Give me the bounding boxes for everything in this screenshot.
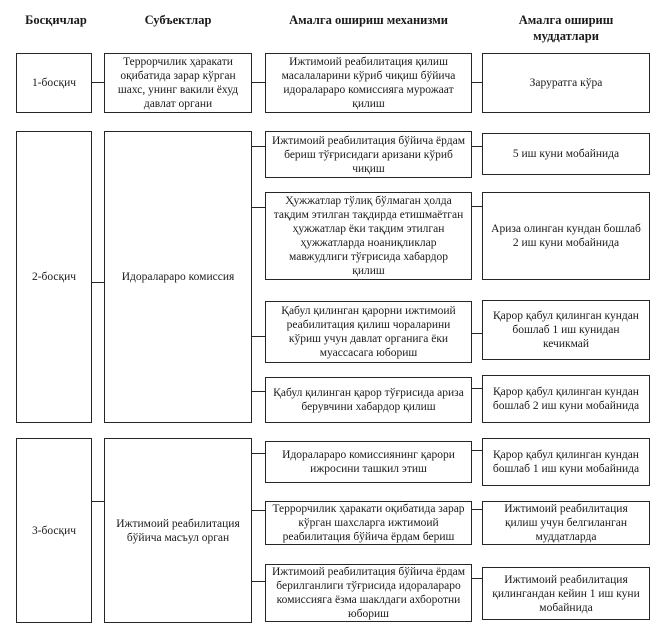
connector-line bbox=[252, 82, 265, 83]
deadline-box-1-1: Заруратга кўра bbox=[482, 53, 650, 113]
connector-line bbox=[92, 82, 104, 83]
deadline-box-2-3: Қарор қабул қилинган кундан бошлаб 1 иш … bbox=[482, 300, 650, 360]
mechanism-box-2-4: Қабул қилинган қарор тўғрисида ариза бер… bbox=[265, 377, 472, 423]
connector-line bbox=[252, 581, 265, 582]
subject-box-1: Террорчилик ҳаракати оқибатида зарар кўр… bbox=[104, 53, 252, 113]
mechanism-box-2-1: Ижтимоий реабилитация бўйича ёрдам бериш… bbox=[265, 131, 472, 178]
connector-line bbox=[252, 146, 265, 147]
deadline-box-2-4: Қарор қабул қилинган кундан бошлаб 2 иш … bbox=[482, 375, 650, 423]
connector-line bbox=[472, 450, 482, 451]
connector-line bbox=[252, 510, 265, 511]
deadline-box-3-2: Ижтимоий реабилитация қилиш учун белгила… bbox=[482, 501, 650, 545]
deadline-box-3-3: Ижтимоий реабилитация қилингандан кейин … bbox=[482, 567, 650, 620]
connector-line bbox=[92, 501, 104, 502]
mechanism-box-1-1: Ижтимоий реабилитация қилиш масалаларини… bbox=[265, 53, 472, 113]
mechanism-box-2-2: Ҳужжатлар тўлиқ бўлмаган ҳолда тақдим эт… bbox=[265, 192, 472, 280]
connector-line bbox=[252, 207, 265, 208]
column-header-subjects: Субъектлар bbox=[144, 13, 212, 27]
stage-box-2: 2-босқич bbox=[16, 131, 92, 423]
mechanism-box-2-3: Қабул қилинган қарорни ижтимоий реабилит… bbox=[265, 301, 472, 363]
deadline-box-3-1: Қарор қабул қилинган кундан бошлаб 1 иш … bbox=[482, 438, 650, 486]
connector-line bbox=[92, 282, 104, 283]
connector-line bbox=[472, 578, 482, 579]
stage-box-3: 3-босқич bbox=[16, 438, 92, 623]
connector-line bbox=[252, 453, 265, 454]
connector-line bbox=[472, 82, 482, 83]
connector-line bbox=[252, 391, 265, 392]
connector-line bbox=[472, 206, 482, 207]
subject-box-3: Ижтимоий реабилитация бўйича масъул орга… bbox=[104, 438, 252, 623]
column-header-stages: Босқичлар bbox=[25, 13, 87, 27]
mechanism-box-3-3: Ижтимоий реабилитация бўйича ёрдам берил… bbox=[265, 564, 472, 622]
connector-line bbox=[472, 333, 482, 334]
connector-line bbox=[252, 336, 265, 337]
stage-box-1: 1-босқич bbox=[16, 53, 92, 113]
column-header-deadline: Амалга ошириш муддатлари bbox=[518, 13, 614, 43]
mechanism-box-3-1: Идоралараро комиссиянинг қарори ижросини… bbox=[265, 441, 472, 483]
connector-line bbox=[472, 509, 482, 510]
subject-box-2: Идоралараро комиссия bbox=[104, 131, 252, 423]
mechanism-box-3-2: Террорчилик ҳаракати оқибатида зарар кўр… bbox=[265, 501, 472, 545]
deadline-box-2-1: 5 иш куни мобайнида bbox=[482, 133, 650, 175]
connector-line bbox=[472, 388, 482, 389]
connector-line bbox=[472, 146, 482, 147]
column-header-mechanism: Амалга ошириш механизми bbox=[289, 13, 448, 27]
deadline-box-2-2: Ариза олинган кундан бошлаб 2 иш куни мо… bbox=[482, 192, 650, 280]
